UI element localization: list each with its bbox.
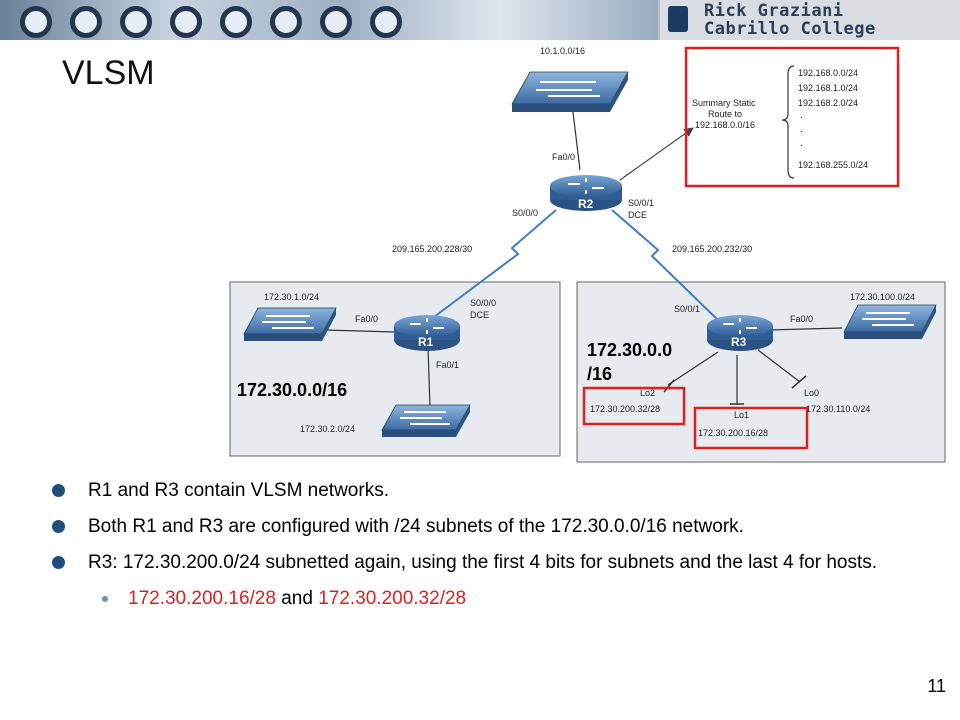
bullet-dot-icon — [52, 484, 65, 497]
summary-route-ellipsis: · — [800, 126, 803, 136]
serial-link-left — [429, 209, 557, 321]
bullet-text: R1 and R3 contain VLSM networks. — [88, 480, 389, 501]
subnet-b-text: 172.30.200.32/28 — [318, 588, 467, 609]
slide-title: VLSM — [62, 54, 155, 92]
r3-overlay-network-line2: /16 — [587, 364, 612, 384]
lo0-label: Lo0 — [804, 388, 819, 398]
r3-overlay-network-line1: 172.30.0.0 — [587, 340, 672, 360]
summary-label-2: Route to — [708, 109, 742, 119]
sub-bullet-dot-icon — [102, 596, 108, 602]
bullet-text: R3: 172.30.200.0/24 subnetted again, usi… — [88, 552, 878, 573]
decorative-coil-icon — [20, 6, 52, 38]
r2-s000-label: S0/0/0 — [512, 208, 538, 218]
r1-net-bottom-label: 172.30.2.0/24 — [300, 424, 355, 434]
brand-name: Rick Graziani — [704, 1, 844, 21]
summary-label-1: Summary Static — [692, 98, 756, 108]
r1-net-top-label: 172.30.1.0/24 — [264, 292, 319, 302]
switch-r1-top-icon — [243, 307, 337, 341]
summary-route-ellipsis: · — [800, 140, 803, 150]
summary-route: 192.168.1.0/24 — [798, 83, 858, 93]
lo1-net-label: 172.30.200.16/28 — [698, 428, 768, 438]
bullet-item: R1 and R3 contain VLSM networks. — [50, 478, 880, 504]
router-r1-icon — [394, 315, 460, 351]
bullet-list: R1 and R3 contain VLSM networks. Both R1… — [50, 478, 880, 612]
r3-name: R3 — [731, 335, 747, 349]
college-logo-icon — [668, 6, 688, 32]
summary-route: 192.168.255.0/24 — [798, 160, 868, 170]
decorative-coil-icon — [370, 6, 402, 38]
bullet-item: R3: 172.30.200.0/24 subnetted again, usi… — [50, 550, 880, 576]
link-left-label: 209.165.200.228/30 — [392, 244, 472, 254]
bullet-text: Both R1 and R3 are configured with /24 s… — [88, 516, 744, 537]
summary-highlight-box — [684, 46, 900, 188]
summary-label-3: 192.168.0.0/16 — [695, 120, 755, 130]
r2-switch-link — [571, 103, 581, 171]
lo2-net-label: 172.30.200.32/28 — [590, 404, 660, 414]
r3-lo2-link — [667, 351, 719, 386]
decorative-coil-icon — [320, 6, 352, 38]
r3-fa00-link — [767, 327, 843, 331]
lo1-label: Lo1 — [734, 410, 749, 420]
summary-route: 192.168.0.0/24 — [798, 68, 858, 78]
r1-fa00-link — [324, 329, 396, 333]
r2-s001-label: S0/0/1 — [628, 198, 654, 208]
switch-10-icon — [511, 71, 629, 112]
r2-dce-label: DCE — [628, 210, 647, 220]
router-r3-icon — [707, 315, 773, 351]
subnet-a-text: 172.30.200.16/28 — [128, 588, 276, 609]
switch-r1-bottom-icon — [381, 404, 471, 437]
bullet-dot-icon — [52, 556, 65, 569]
r1-fa01-link — [427, 345, 431, 409]
r3-fa00-label: Fa0/0 — [790, 314, 813, 324]
sub-bullet-conjunction: and — [275, 588, 319, 609]
brand-block: Rick Graziani Cabrillo College — [658, 0, 960, 40]
r3-lo0-link — [757, 349, 801, 383]
decorative-coil-icon — [270, 6, 302, 38]
summary-arrow — [619, 127, 694, 181]
r2-fa-label: Fa0/0 — [552, 152, 575, 162]
r1-fa01-label: Fa0/1 — [436, 360, 459, 370]
brand-college: Cabrillo College — [704, 19, 876, 39]
lo0-net-label: 172.30.110.0/24 — [806, 404, 870, 414]
r1-name: R1 — [418, 335, 434, 349]
summary-route: 192.168.2.0/24 — [798, 98, 858, 108]
summary-brace — [781, 65, 795, 179]
sub-bullet-item: 172.30.200.16/28 and 172.30.200.32/28 — [50, 586, 880, 612]
header-banner: Rick Graziani Cabrillo College — [0, 0, 960, 40]
bullet-item: Both R1 and R3 are configured with /24 s… — [50, 514, 880, 540]
lo2-label: Lo2 — [640, 388, 655, 398]
r3-net-right-label: 172.30.100.0/24 — [850, 292, 915, 302]
page-number: 11 — [927, 676, 946, 696]
r1-dce-label: DCE — [470, 310, 489, 320]
r1-fa00-label: Fa0/0 — [355, 314, 378, 324]
link-right-label: 209.165.200.232/30 — [672, 244, 752, 254]
lo2-highlight-box — [582, 386, 686, 426]
summary-route-ellipsis: · — [800, 112, 803, 122]
decorative-coil-icon — [70, 6, 102, 38]
bullet-dot-icon — [52, 520, 65, 533]
decorative-coil-icon — [120, 6, 152, 38]
r3-s001-label: S0/0/1 — [674, 304, 700, 314]
network-diagram: 10.1.0.0/16 Fa0/0 S0/0/0 S0/0/1 DCE R2 S… — [229, 46, 946, 463]
top-switch-net-label: 10.1.0.0/16 — [540, 46, 585, 56]
r2-name: R2 — [578, 197, 594, 211]
r1-overlay-network: 172.30.0.0/16 — [237, 380, 347, 400]
switch-r3-icon — [843, 304, 937, 339]
decorative-coil-icon — [220, 6, 252, 38]
lo2-terminator — [663, 379, 675, 393]
decorative-coil-icon — [170, 6, 202, 38]
r1-s000-label: S0/0/0 — [470, 298, 496, 308]
router-r2-icon — [550, 175, 622, 211]
lo0-terminator — [791, 375, 807, 389]
serial-link-right — [611, 209, 721, 323]
lo1-highlight-box — [693, 406, 809, 450]
